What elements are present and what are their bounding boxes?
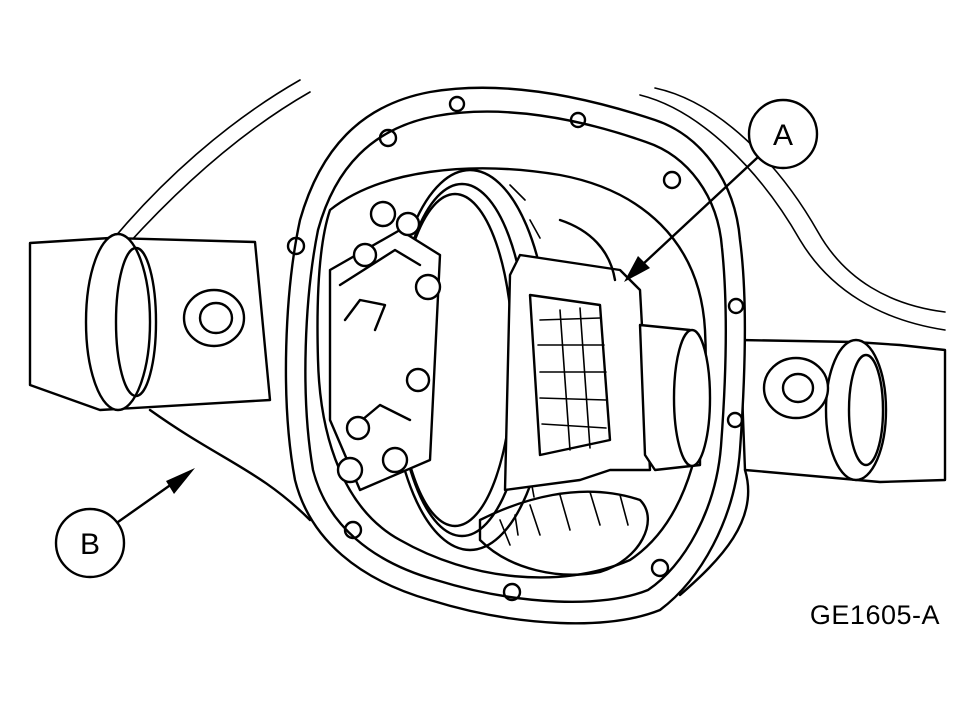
axle-housing-lower <box>148 408 750 597</box>
arrow-head-icon <box>166 468 195 494</box>
pinion-gear <box>478 218 650 576</box>
carrier-case <box>328 200 442 492</box>
callout-a-label: A <box>773 119 793 152</box>
differential-case <box>503 253 652 492</box>
left-axle-tube <box>28 232 272 412</box>
figure-id: GE1605-A <box>809 600 940 630</box>
arrow-head-icon <box>624 256 650 282</box>
carrier-cavity <box>316 167 707 579</box>
callout-b: B <box>54 468 195 579</box>
callout-a: A <box>624 98 819 282</box>
callout-b-label: B <box>80 528 100 561</box>
right-axle-tube <box>738 338 947 484</box>
arrow-icon <box>626 156 759 280</box>
side-bearing <box>638 323 712 472</box>
